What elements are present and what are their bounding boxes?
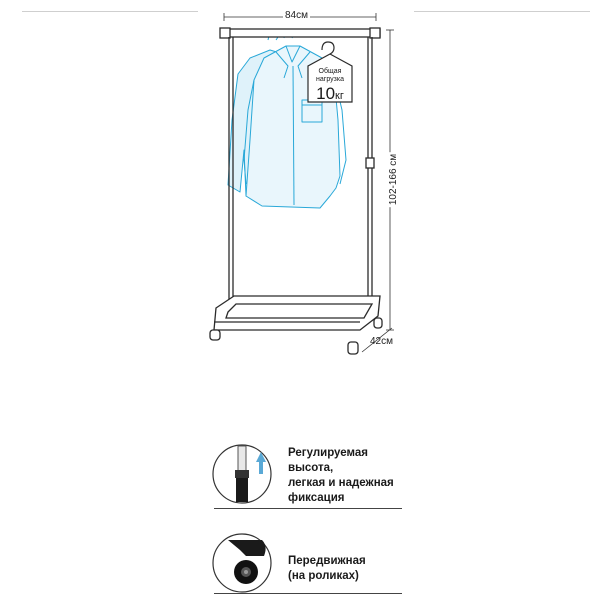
telescopic-pole-icon [212, 444, 272, 504]
feature-adjustable-height: Регулируемая высота, легкая и надежная ф… [288, 447, 394, 504]
depth-label: 42см [370, 336, 393, 347]
feature-mobile: Передвижная (на роликах) [288, 555, 366, 582]
load-tag-value: 10 [316, 84, 336, 103]
top-right-rule [414, 11, 590, 12]
height-label: 102-166 см [388, 151, 400, 208]
load-tag-caption-line2: нагрузка [316, 76, 344, 83]
feature-divider-1 [214, 508, 402, 509]
rack-frame [209, 27, 383, 355]
load-tag-text: Общая нагрузка 10кг [308, 66, 352, 105]
caster-wheel-icon [212, 533, 272, 593]
top-left-rule [22, 11, 198, 12]
width-label: 84см [283, 10, 310, 21]
load-tag-caption-line1: Общая [318, 68, 342, 75]
depth-dimension-line [361, 327, 393, 353]
load-tag-weight: 10кг [308, 85, 352, 105]
feature-divider-2 [214, 593, 402, 594]
load-hanger-tag [307, 41, 353, 103]
load-tag-unit: кг [335, 90, 344, 102]
